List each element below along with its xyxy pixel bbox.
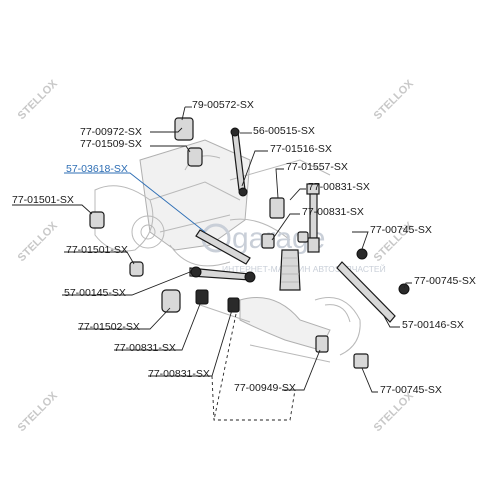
arm-bushing	[190, 266, 202, 278]
shock-body	[307, 237, 320, 253]
label-77-00745-a: 77-00745-SX	[370, 224, 432, 236]
watermark-text: STELLOX	[16, 389, 61, 434]
label-77-01509: 77-01509-SX	[80, 138, 142, 150]
bushing-dark	[227, 297, 240, 313]
bushing-left-lower	[129, 261, 144, 277]
label-77-01502: 77-01502-SX	[78, 321, 140, 333]
bushing-large	[161, 289, 181, 313]
label-77-01501-a: 77-01501-SX	[12, 194, 74, 206]
label-79-00572: 79-00572-SX	[192, 99, 254, 111]
label-77-00949: 77-00949-SX	[234, 382, 296, 394]
bushing-dark	[398, 283, 410, 295]
watermark-tagline: ИНТЕРНЕТ-МАГАЗИН АВТОЗАПЧАСТЕЙ	[222, 263, 386, 274]
label-77-01516: 77-01516-SX	[270, 143, 332, 155]
label-77-01501-b: 77-01501-SX	[66, 244, 128, 256]
watermark-left: STELLOX STELLOX STELLOX	[16, 77, 61, 434]
leader-lines	[12, 106, 412, 421]
bushing	[315, 335, 329, 353]
bushing-dark	[195, 289, 209, 305]
label-77-00831-a: 77-00831-SX	[308, 181, 370, 193]
link-end	[238, 187, 248, 197]
label-56-00515: 56-00515-SX	[253, 125, 315, 137]
bushing	[269, 197, 285, 219]
label-77-00745-b: 77-00745-SX	[414, 275, 476, 287]
boot-ribs	[281, 257, 299, 283]
label-77-00831-b: 77-00831-SX	[302, 206, 364, 218]
label-57-00145: 57-00145-SX	[64, 287, 126, 299]
stabilizer-bushing	[174, 117, 194, 141]
watermark-text: STELLOX	[16, 219, 61, 264]
bushing	[353, 353, 369, 369]
label-77-00972: 77-00972-SX	[80, 126, 142, 138]
label-77-00745-c: 77-00745-SX	[380, 384, 442, 396]
trailing-arm	[336, 261, 396, 323]
watermark-text: STELLOX	[372, 389, 417, 434]
control-arm	[195, 229, 251, 265]
label-77-00831-c: 77-00831-SX	[114, 342, 176, 354]
watermark-text: STELLOX	[16, 77, 61, 122]
stabilizer-bushing-lower	[187, 147, 203, 167]
parts	[89, 117, 410, 369]
bushing-dark	[356, 248, 368, 260]
label-57-00146: 57-00146-SX	[402, 319, 464, 331]
arm-bushing	[244, 271, 256, 283]
watermark-right: STELLOX STELLOX STELLOX	[372, 77, 417, 434]
bushing-left	[89, 211, 105, 229]
watermark-text: STELLOX	[372, 77, 417, 122]
link-end	[230, 127, 240, 137]
labels: 79-00572-SX 77-00972-SX 77-01509-SX 56-0…	[12, 99, 476, 396]
label-77-01557: 77-01557-SX	[286, 161, 348, 173]
dust-boot	[279, 249, 301, 291]
bushing	[297, 231, 309, 243]
label-77-00831-d: 77-00831-SX	[148, 368, 210, 380]
label-57-03618: 57-03618-SX	[66, 163, 128, 175]
bushing	[261, 233, 275, 249]
